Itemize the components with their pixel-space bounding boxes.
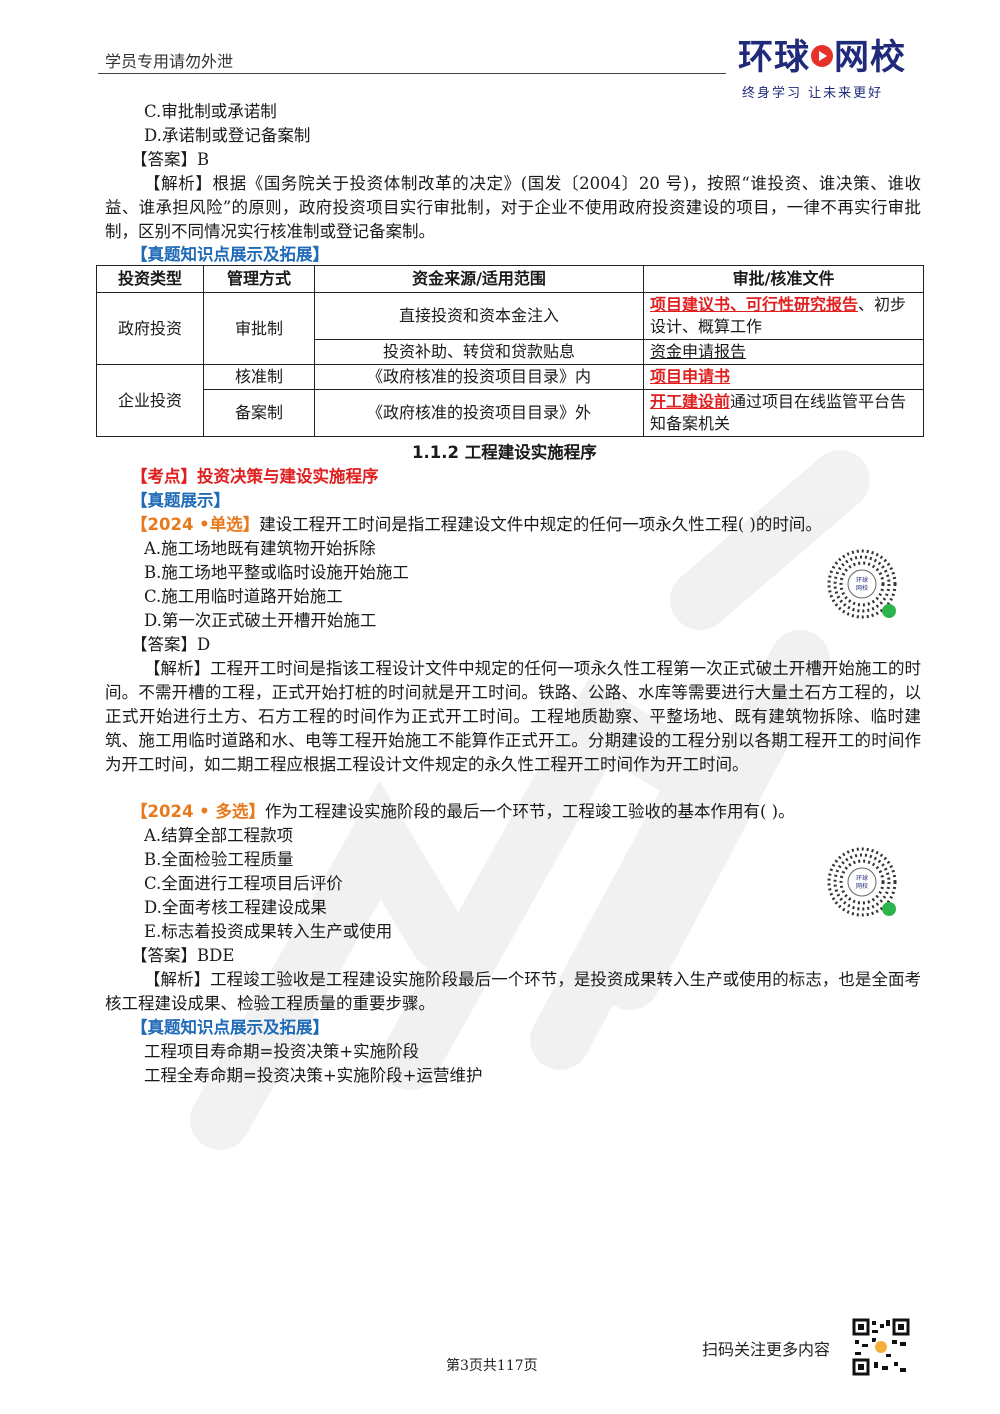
- miniprogram-code-icon[interactable]: 环球 网校: [826, 548, 898, 620]
- investment-table: 投资类型 管理方式 资金来源/适用范围 审批/核准文件 政府投资 审批制 直接投…: [96, 265, 924, 437]
- page-number: 第3页共117页: [446, 1358, 538, 1374]
- expand-title-2: 【真题知识点展示及拓展】: [131, 1018, 329, 1037]
- qr-badge-text: 环球: [856, 576, 868, 584]
- cell-gov-doc1: 项目建议书、可行性研究报告、初步设计、概算工作: [643, 292, 924, 340]
- q2-option: C.全面进行工程项目后评价: [144, 874, 343, 893]
- cell-ent-src2: 《政府核准的投资项目目录》外: [314, 389, 644, 437]
- q1-analysis: 【解析】工程开工时间是指该工程设计文件中规定的任何一项永久性工程第一次正式破土开…: [105, 659, 922, 774]
- footer-scan-text: 扫码关注更多内容: [702, 1340, 831, 1359]
- q2-answer: 【答案】BDE: [131, 946, 235, 965]
- cell-ent-mode2: 备案制: [203, 389, 315, 437]
- q1-answer: 【答案】D: [131, 635, 211, 654]
- q2-stem: 【2024 • 多选】作为工程建设实施阶段的最后一个环节，工程竣工验收的基本作用…: [131, 802, 795, 821]
- option-d: D.承诺制或登记备案制: [144, 126, 311, 145]
- brand-slogan: 终身学习 让未来更好: [742, 86, 884, 101]
- cell-ent-src1: 《政府核准的投资项目目录》内: [314, 364, 644, 390]
- watermark-graphic: [190, 450, 870, 1150]
- svg-text:网校: 网校: [856, 584, 868, 592]
- expand-title: 【真题知识点展示及拓展】: [131, 245, 329, 264]
- cell-gov-src1: 直接投资和资本金注入: [314, 292, 644, 340]
- header-rule: [98, 73, 726, 74]
- q2-option: E.标志着投资成果转入生产或使用: [144, 922, 393, 941]
- expand-line: 工程全寿命期=投资决策+实施阶段+运营维护: [144, 1066, 483, 1085]
- q1-option: B.施工场地平整或临时设施开始施工: [144, 563, 409, 582]
- q1-stem: 【2024 •单选】建设工程开工时间是指工程建设文件中规定的任何一项永久性工程(…: [131, 515, 822, 534]
- q1-option: C.施工用临时道路开始施工: [144, 587, 343, 606]
- cell-ent-doc2: 开工建设前通过项目在线监管平台告知备案机关: [643, 389, 924, 437]
- col-header: 投资类型: [96, 265, 204, 293]
- qr-code-icon[interactable]: [852, 1318, 910, 1376]
- option-c: C.审批制或承诺制: [144, 102, 277, 121]
- col-header: 资金来源/适用范围: [314, 265, 644, 293]
- kaodian-line: 【考点】投资决策与建设实施程序: [131, 467, 379, 486]
- zhenti-title: 【真题展示】: [131, 491, 230, 510]
- q2-option: A.结算全部工程款项: [144, 826, 294, 845]
- miniprogram-code-icon[interactable]: 环球 网校: [826, 846, 898, 918]
- expand-line: 工程项目寿命期=投资决策+实施阶段: [144, 1042, 420, 1061]
- cell-gov-mode: 审批制: [203, 292, 315, 365]
- cell-gov-src2: 投资补助、转贷和贷款贴息: [314, 339, 644, 365]
- header-notice: 学员专用请勿外泄: [105, 52, 234, 71]
- cell-ent-doc1: 项目申请书: [643, 364, 924, 390]
- answer-line: 【答案】B: [131, 150, 210, 169]
- svg-text:环球: 环球: [856, 874, 868, 882]
- q2-analysis: 【解析】工程竣工验收是工程建设实施阶段最后一个环节，是投资成果转入生产或使用的标…: [105, 970, 922, 1013]
- q2-option: D.全面考核工程建设成果: [144, 898, 327, 917]
- analysis-paragraph: 【解析】根据《国务院关于投资体制改革的决定》(国发〔2004〕20 号)，按照“…: [105, 174, 921, 241]
- q1-option: A.施工场地既有建筑物开始拆除: [144, 539, 376, 558]
- col-header: 管理方式: [203, 265, 315, 293]
- cell-gov-type: 政府投资: [96, 292, 204, 365]
- cell-ent-mode1: 核准制: [203, 364, 315, 390]
- section-title: 1.1.2 工程建设实施程序: [412, 443, 597, 462]
- col-header: 审批/核准文件: [643, 265, 924, 293]
- q1-option: D.第一次正式破土开槽开始施工: [144, 611, 377, 630]
- brand-logo: 环球网校: [738, 38, 907, 78]
- cell-gov-doc2: 资金申请报告: [643, 339, 924, 365]
- cell-ent-type: 企业投资: [96, 364, 204, 437]
- play-icon: [811, 45, 834, 67]
- q2-option: B.全面检验工程质量: [144, 850, 294, 869]
- svg-text:网校: 网校: [856, 882, 868, 890]
